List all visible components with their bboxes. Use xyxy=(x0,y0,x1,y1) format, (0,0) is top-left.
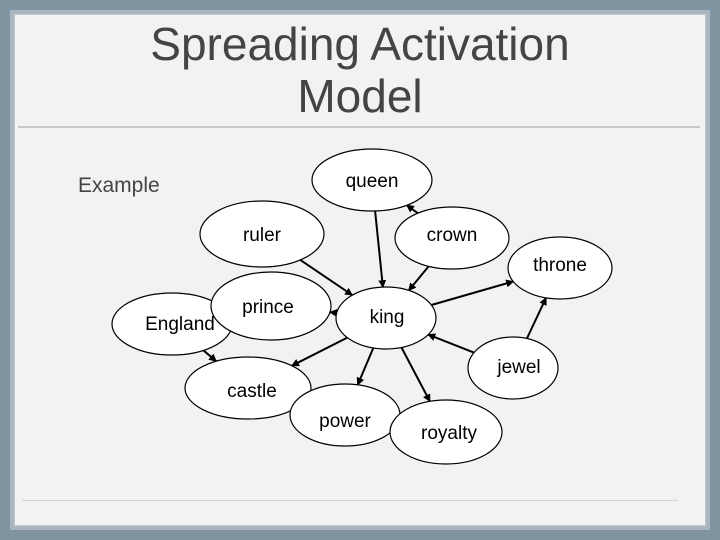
edge-jewel-to-king xyxy=(427,333,475,354)
node-ellipse-crown xyxy=(394,206,510,270)
node-ellipse-jewel xyxy=(467,336,559,400)
node-ellipse-throne xyxy=(507,236,613,300)
node-label-power: power xyxy=(319,411,371,432)
node-label-jewel: jewel xyxy=(496,357,540,378)
edge-ruler-to-king xyxy=(299,259,354,296)
edge-crown-to-king xyxy=(408,265,430,292)
edge-king-to-castle xyxy=(291,336,348,367)
node-england: England xyxy=(111,292,233,356)
node-jewel: jewel xyxy=(467,336,559,400)
node-crown: crown xyxy=(394,206,510,270)
edge-king-to-throne xyxy=(431,279,515,306)
edge-crown-to-queen xyxy=(405,204,419,215)
node-ruler: ruler xyxy=(199,200,325,268)
node-label-queen: queen xyxy=(346,171,399,192)
edge-england-to-castle xyxy=(202,349,217,362)
node-label-crown: crown xyxy=(427,225,478,246)
node-throne: throne xyxy=(507,236,613,300)
edge-layer xyxy=(202,204,547,403)
node-label-king: king xyxy=(370,307,405,328)
node-queen: queen xyxy=(311,148,433,212)
slide-title-line-1: Spreading Activation xyxy=(150,18,570,70)
node-label-prince: prince xyxy=(242,297,294,318)
node-label-ruler: ruler xyxy=(243,225,282,246)
edge-queen-to-king xyxy=(374,210,387,289)
node-label-england: England xyxy=(145,314,215,335)
edge-jewel-to-throne xyxy=(525,296,547,339)
edge-king-to-prince xyxy=(329,308,338,317)
footer-divider xyxy=(22,500,678,501)
slide-title: Spreading Activation Model xyxy=(20,18,700,122)
slide-subtitle: Example xyxy=(78,174,160,197)
node-ellipse-king xyxy=(335,286,437,350)
title-divider xyxy=(18,126,700,128)
node-label-throne: throne xyxy=(533,255,587,276)
node-ellipse-queen xyxy=(311,148,433,212)
node-ellipse-prince xyxy=(210,271,332,341)
edge-king-to-power xyxy=(356,347,375,386)
node-label-castle: castle xyxy=(227,381,277,402)
node-prince: prince xyxy=(210,271,332,341)
node-castle: castle xyxy=(184,356,312,420)
node-power: power xyxy=(289,383,401,447)
slide-title-line-2: Model xyxy=(297,70,423,122)
node-ellipse-royalty xyxy=(389,399,503,465)
node-label-royalty: royalty xyxy=(421,423,477,444)
node-royalty: royalty xyxy=(389,399,503,465)
node-king: king xyxy=(335,286,437,350)
node-ellipse-castle xyxy=(184,356,312,420)
node-ellipse-ruler xyxy=(199,200,325,268)
edge-king-to-royalty xyxy=(400,347,431,403)
